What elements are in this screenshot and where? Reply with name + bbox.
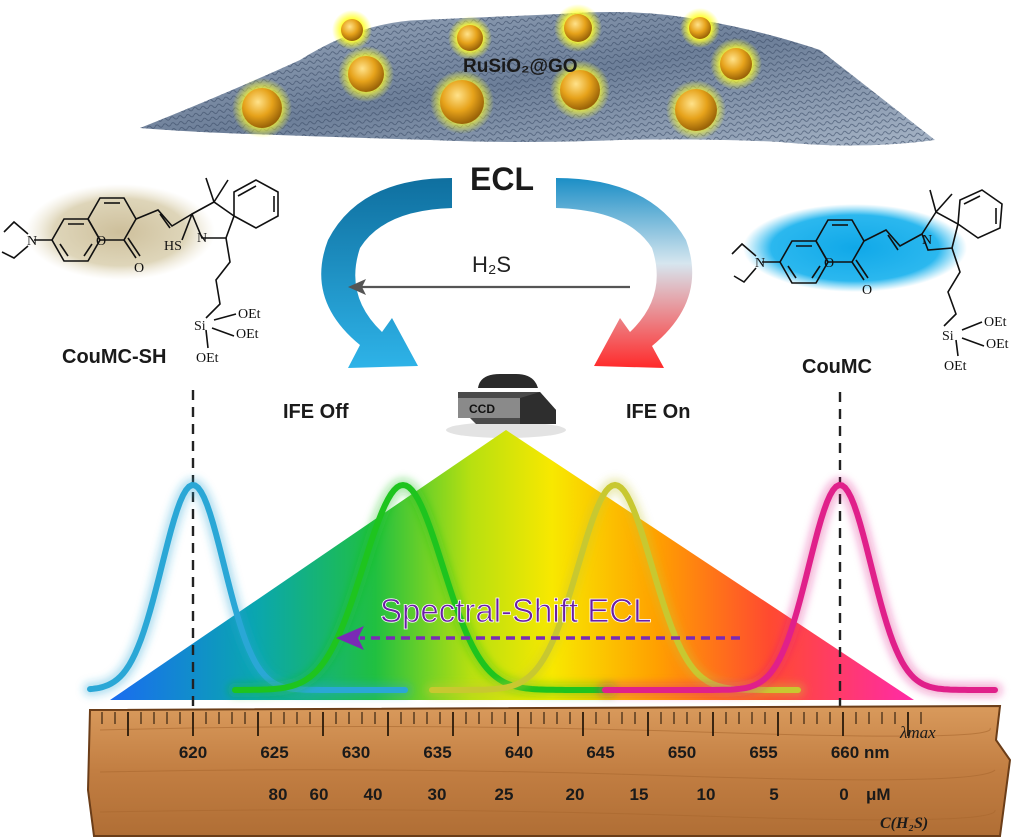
ife-off-label: IFE Off: [283, 401, 349, 423]
concentration-tick-label: 40: [364, 785, 383, 804]
wavelength-tick-label: 625: [260, 743, 288, 762]
wavelength-tick-label: 655: [749, 743, 777, 762]
ife-on-label: IFE On: [626, 401, 690, 423]
concentration-unit: μM: [866, 785, 891, 804]
wavelength-tick-label: 660: [831, 743, 859, 762]
left-oet-1: OEt: [238, 307, 261, 322]
emission-curves: [83, 477, 1002, 697]
wavelength-tick-label: 620: [179, 743, 207, 762]
ecl-right-arrow: [556, 178, 693, 368]
right-oet-3: OEt: [944, 359, 967, 374]
left-amine-n: N: [27, 234, 37, 249]
right-indoline-n: N: [922, 233, 932, 248]
left-si: Si: [194, 319, 206, 334]
analyte-label: H₂S: [472, 252, 511, 277]
concentration-tick-label: 0: [839, 785, 848, 804]
wavelength-tick-label: 630: [342, 743, 370, 762]
ecl-left-arrow: [321, 178, 452, 368]
ccd-detector: [446, 374, 566, 438]
right-si: Si: [942, 329, 954, 344]
right-amine-n: N: [755, 256, 765, 271]
concentration-tick-label: 20: [566, 785, 585, 804]
wavelength-tick-label: 635: [423, 743, 451, 762]
concentration-symbol: C(H₂S): [880, 815, 928, 832]
wavelength-tick-label: 645: [586, 743, 614, 762]
right-molecule: [731, 189, 1003, 357]
ruler-labels: 620 625 630 635 640 645 650 655 660 80 60 40 30 25 20 1…: [179, 743, 859, 804]
concentration-tick-label: 10: [697, 785, 716, 804]
left-ring-o: O: [96, 234, 106, 249]
material-label: RuSiO₂@GO: [463, 56, 578, 77]
spectral-shift-label: Spectral-Shift ECL: [380, 592, 651, 629]
left-carbonyl-o: O: [134, 261, 144, 276]
left-oet-3: OEt: [196, 351, 219, 366]
right-ring-o: O: [824, 256, 834, 271]
right-carbonyl-o: O: [862, 283, 872, 298]
left-molecule: [1, 177, 279, 349]
left-probe-label: CouMC-SH: [62, 346, 166, 368]
concentration-tick-label: 15: [630, 785, 649, 804]
concentration-tick-label: 5: [769, 785, 778, 804]
concentration-tick-label: 25: [495, 785, 514, 804]
magenta-emission-curve: [602, 482, 998, 693]
wavelength-tick-label: 650: [668, 743, 696, 762]
left-indoline-n: N: [197, 231, 207, 246]
h2s-arrow: [348, 279, 630, 295]
silica-nanoparticles: [232, 4, 762, 140]
left-oet-2: OEt: [236, 327, 259, 342]
concentration-tick-label: 80: [269, 785, 288, 804]
concentration-tick-label: 30: [428, 785, 447, 804]
wavelength-symbol: λmax: [899, 723, 936, 742]
ecl-label: ECL: [470, 161, 534, 197]
right-oet-1: OEt: [984, 315, 1007, 330]
ccd-label: CCD: [469, 402, 495, 416]
right-oet-2: OEt: [986, 337, 1009, 352]
wavelength-tick-label: 640: [505, 743, 533, 762]
ruler: [86, 704, 1012, 837]
cyan-emission-curve: [87, 482, 408, 693]
green-emission-curve: [232, 481, 613, 693]
concentration-tick-label: 60: [310, 785, 329, 804]
spectral-shift-arrow: [336, 626, 740, 650]
right-probe-label: CouMC: [802, 356, 872, 378]
spectrum-triangle: [110, 430, 914, 700]
left-thiol: HS: [164, 239, 182, 254]
wavelength-unit: nm: [864, 743, 890, 762]
